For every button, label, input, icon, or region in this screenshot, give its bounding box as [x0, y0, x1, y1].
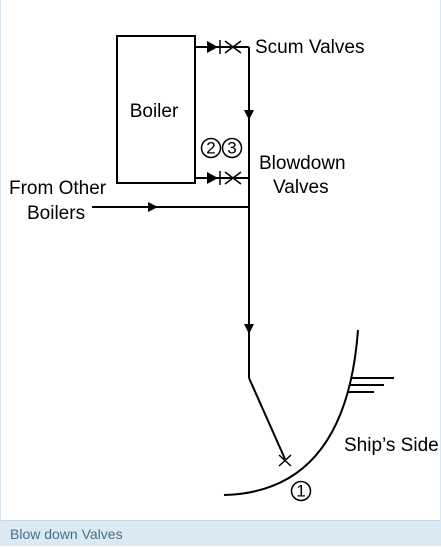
valve-1-number: 1: [296, 482, 305, 501]
overboard-pipe: [248, 377, 286, 460]
flow-arrow-down-lower: [244, 324, 254, 334]
ships-side-label: Ship’s Side: [344, 435, 439, 456]
blowdown-valves-diagram: Boiler Scum Valves Blowdown Valves 2 3 F…: [9, 35, 439, 502]
scum-valve-icon: [224, 40, 242, 54]
valve-2-marker: [200, 137, 222, 159]
figure-caption: Blow down Valves: [1, 520, 440, 546]
from-other-label-line1: From Other: [9, 178, 107, 199]
valve-1-marker: [290, 480, 312, 502]
blowdown-non-return-valve: [207, 172, 218, 184]
scum-valves-label: Scum Valves: [255, 37, 364, 58]
boiler-label: Boiler: [130, 101, 179, 122]
flow-arrow-right: [148, 202, 158, 212]
flow-arrow-down-upper: [244, 110, 254, 120]
boiler-box: [116, 35, 196, 184]
ship-side-valve-icon: [278, 454, 292, 467]
blowdown-label-line2: Valves: [273, 177, 329, 198]
blowdown-valve-icon: [224, 171, 242, 185]
scum-non-return-valve: [207, 41, 218, 53]
from-other-label-line2: Boilers: [27, 203, 85, 224]
valve-2-number: 2: [206, 139, 215, 158]
blowdown-label-line1: Blowdown: [259, 153, 346, 174]
ship-hull-curve: [223, 329, 359, 496]
valve-3-number: 3: [227, 139, 236, 158]
valve-3-marker: [221, 137, 243, 159]
